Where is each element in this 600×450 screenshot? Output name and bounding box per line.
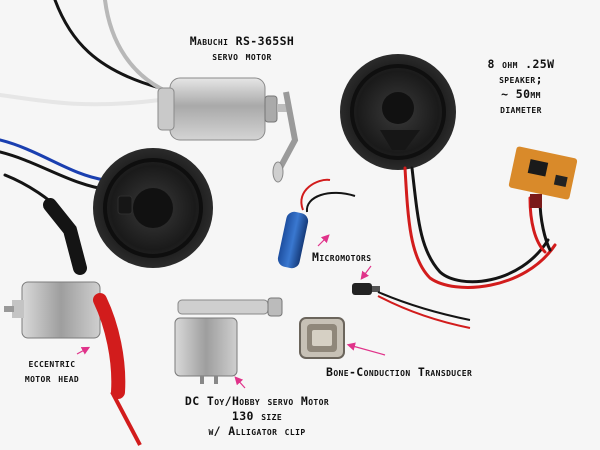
label-dc-line3: w/ Alligator clip — [208, 424, 306, 438]
eccentric-motor — [4, 198, 142, 446]
label-dc-line1: DC Toy/Hobby servo Motor — [184, 394, 330, 408]
rs365-wires — [0, 0, 177, 107]
label-speaker-line2: speaker; — [499, 72, 543, 86]
label-dc-line2: 130 size — [231, 409, 283, 423]
label-speaker-line3: ~ 50mm — [501, 87, 541, 101]
micromotor-tiny — [352, 283, 471, 329]
label-speaker-line4: diameter — [500, 102, 542, 116]
label-eccentric-line2: motor head — [24, 371, 80, 385]
label-arrows — [76, 234, 386, 389]
left-wires — [0, 138, 112, 212]
amplifier-pcb — [508, 146, 578, 208]
label-speaker-line1: 8 ohm .25W — [487, 57, 555, 71]
label-eccentric-line1: eccentric — [28, 356, 76, 370]
bone-transducer — [299, 317, 345, 359]
rs365-motor — [157, 77, 299, 183]
micromotor-cylinder — [277, 178, 356, 269]
label-bone-transducer: Bone-Conduction Transducer — [326, 365, 473, 379]
dc-hobby-motor — [174, 297, 283, 384]
left-speaker — [93, 148, 213, 268]
right-speaker — [340, 54, 456, 170]
label-micromotors: Micromotors — [312, 250, 372, 264]
label-rs365-line1: Mabuchi RS-365SH — [189, 34, 295, 48]
label-rs365-line2: servo motor — [212, 49, 272, 63]
